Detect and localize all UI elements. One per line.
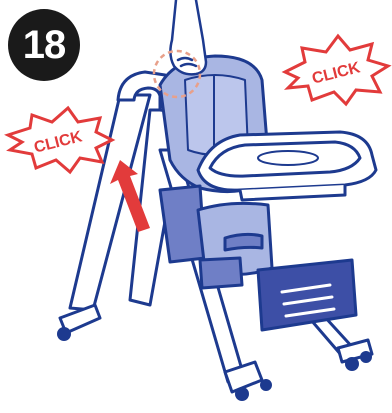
click-burst-icon: CLICK <box>8 108 112 172</box>
footrest <box>258 260 356 330</box>
click-burst-icon: CLICK <box>285 36 388 104</box>
food-tray <box>198 132 376 200</box>
hand-icon <box>170 0 206 74</box>
